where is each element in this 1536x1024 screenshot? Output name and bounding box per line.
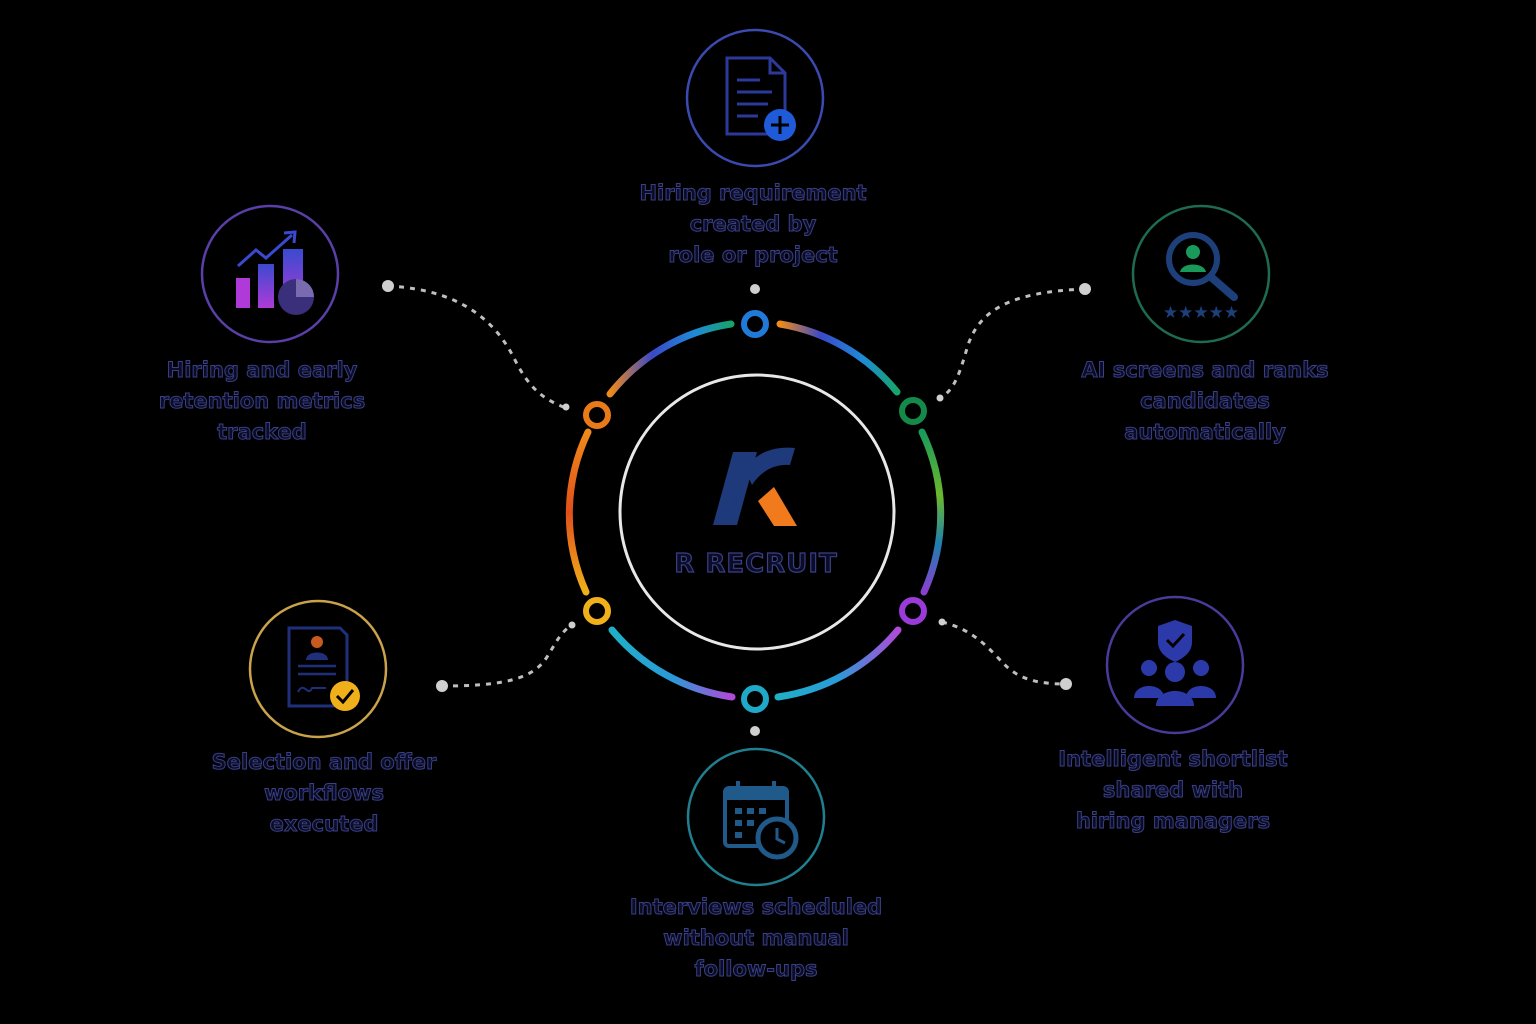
label-requirement: Hiring requirement created by role or pr…	[603, 178, 903, 271]
label-metrics-line-3: tracked	[217, 420, 308, 445]
label-interviews: Interviews scheduled without manual foll…	[596, 892, 916, 985]
endpoint-interviews	[750, 726, 760, 736]
endpoint-screening	[1079, 283, 1091, 295]
endpoint-metrics	[382, 280, 394, 292]
node-requirement	[741, 310, 769, 338]
label-offer-line-3: executed	[269, 812, 379, 837]
team-shield-icon	[1134, 620, 1216, 706]
label-offer-line-2: workflows	[263, 781, 385, 806]
label-shortlist-line-3: hiring managers	[1075, 809, 1271, 834]
screening-icon-circle: ★★★★★	[1131, 204, 1271, 344]
label-metrics-line-2: retention metrics	[158, 389, 366, 414]
connectors	[387, 284, 1086, 688]
label-shortlist-line-2: shared with	[1102, 778, 1244, 803]
label-screening-line-1: AI screens and ranks	[1081, 358, 1329, 383]
endpoint-shortlist	[1060, 678, 1072, 690]
label-screening-line-2: candidates	[1140, 389, 1271, 414]
node-shortlist	[899, 597, 927, 625]
metrics-icon-circle	[200, 204, 340, 344]
ring-arc-right	[918, 428, 945, 596]
requirement-icon-circle	[685, 28, 825, 168]
label-screening: AI screens and ranks candidates automati…	[1050, 355, 1360, 448]
endpoint-offer-inner	[568, 621, 576, 629]
svg-text:★★★★★: ★★★★★	[1163, 303, 1239, 323]
node-screening	[899, 397, 927, 425]
brand-name: R RECRUIT	[674, 548, 838, 579]
label-metrics: Hiring and early retention metrics track…	[112, 355, 412, 448]
ring-arc-bottom-right	[774, 626, 902, 701]
recruit-logo-icon	[713, 447, 797, 526]
endpoint-requirement	[750, 284, 760, 294]
connector-shortlist	[941, 620, 1067, 686]
endpoint-screening-inner	[936, 394, 944, 402]
ring-arc-left	[565, 428, 592, 596]
ring-nodes	[583, 310, 927, 713]
growth-chart-icon	[236, 230, 314, 315]
endpoint-offer	[436, 680, 448, 692]
label-shortlist: Intelligent shortlist shared with hiring…	[1023, 744, 1323, 837]
label-requirement-line-1: Hiring requirement	[639, 181, 867, 206]
label-requirement-line-2: created by	[689, 212, 817, 237]
offer-icon-circle	[248, 599, 388, 739]
node-metrics	[583, 401, 611, 429]
calendar-clock-icon	[723, 781, 799, 860]
ring-arc-top-left	[606, 320, 735, 398]
label-offer: Selection and offer workflows executed	[174, 747, 474, 840]
document-plus-icon	[725, 56, 796, 141]
label-interviews-line-1: Interviews scheduled	[629, 895, 883, 920]
label-screening-line-3: automatically	[1124, 420, 1287, 445]
label-offer-line-1: Selection and offer	[211, 750, 437, 775]
ring-arc-top-right	[776, 320, 901, 396]
interviews-icon-circle	[686, 747, 826, 887]
endpoint-shortlist-inner	[938, 618, 946, 626]
search-person-stars-icon: ★★★★★	[1163, 232, 1239, 323]
center-circle	[618, 373, 896, 651]
connector-offer	[441, 623, 573, 688]
shortlist-icon-circle	[1105, 595, 1245, 735]
outer-ring	[565, 320, 945, 701]
connector-endpoints	[382, 280, 1091, 736]
label-shortlist-line-1: Intelligent shortlist	[1058, 747, 1288, 772]
endpoint-metrics-inner	[562, 403, 570, 411]
connector-metrics	[387, 284, 567, 410]
ring-arc-bottom-left	[608, 626, 736, 701]
signed-document-check-icon	[287, 626, 360, 711]
connector-screening	[939, 287, 1086, 400]
node-offer	[583, 597, 611, 625]
logo-orange-leg	[758, 487, 797, 526]
label-metrics-line-1: Hiring and early	[166, 358, 358, 383]
label-requirement-line-3: role or project	[668, 243, 838, 268]
label-interviews-line-2: without manual	[663, 926, 850, 951]
node-interviews	[741, 685, 769, 713]
logo-r-arm	[745, 447, 795, 485]
label-interviews-line-3: follow-ups	[694, 957, 818, 982]
